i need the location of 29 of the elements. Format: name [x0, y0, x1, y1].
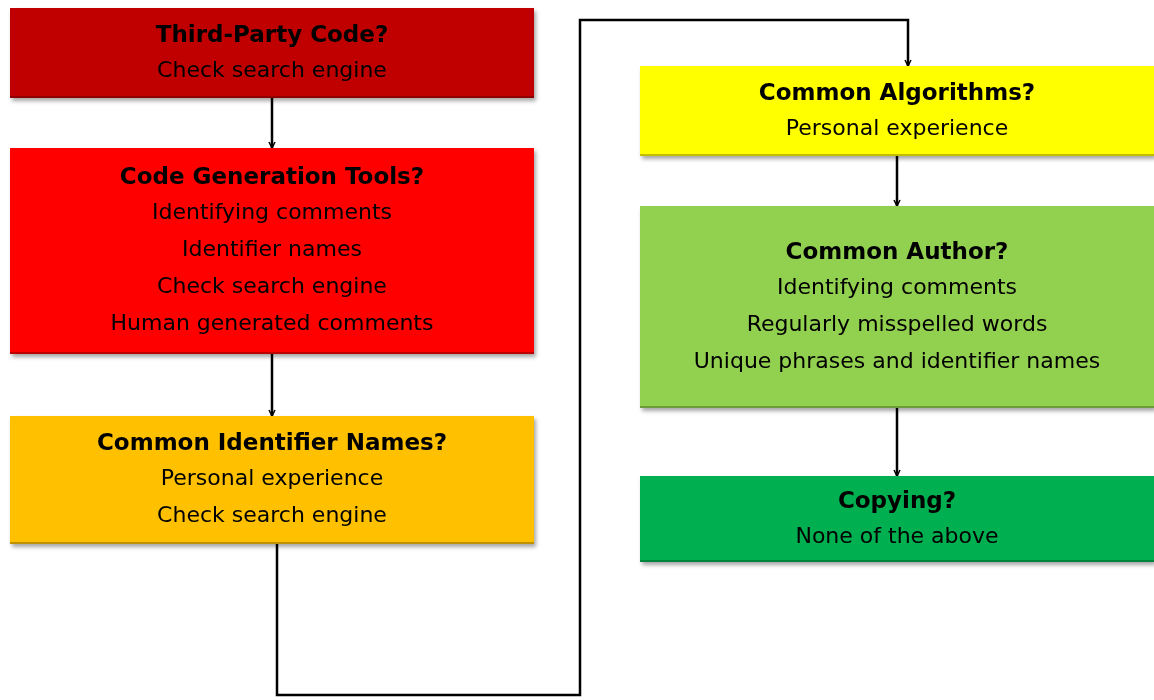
- box-text: Personal experience: [160, 464, 384, 492]
- process-box: [10, 8, 534, 98]
- process-box: [10, 148, 534, 354]
- box-text: None of the above: [795, 521, 999, 550]
- box-text: Check search engine: [157, 501, 387, 529]
- box-heading: Common Algorithms?: [758, 77, 1036, 107]
- arrow: [275, 18, 912, 697]
- process-box: [640, 66, 1154, 156]
- process-box: [640, 476, 1154, 562]
- box-text: Identifying comments: [151, 198, 392, 226]
- box-heading: Copying?: [837, 485, 957, 515]
- box-heading: Common Author?: [785, 236, 1009, 266]
- box-text: Identifying comments: [776, 272, 1017, 301]
- box-text: Check search engine: [157, 272, 387, 300]
- arrow: [893, 156, 901, 207]
- box-heading: Third-Party Code?: [155, 19, 389, 49]
- box-text: Check search engine: [157, 55, 387, 84]
- arrow: [268, 98, 276, 149]
- process-box: [640, 206, 1154, 408]
- box-text: Human generated comments: [110, 309, 434, 337]
- process-box: [10, 416, 534, 544]
- box-text: Regularly misspelled words: [746, 309, 1048, 338]
- box-text: Personal experience: [785, 113, 1009, 142]
- arrow: [268, 354, 276, 417]
- box-text: Identifier names: [182, 235, 362, 263]
- arrow: [893, 408, 901, 477]
- box-heading: Common Identifier Names?: [97, 428, 447, 457]
- box-heading: Code Generation Tools?: [119, 162, 425, 191]
- box-text: Unique phrases and identifier names: [693, 346, 1101, 375]
